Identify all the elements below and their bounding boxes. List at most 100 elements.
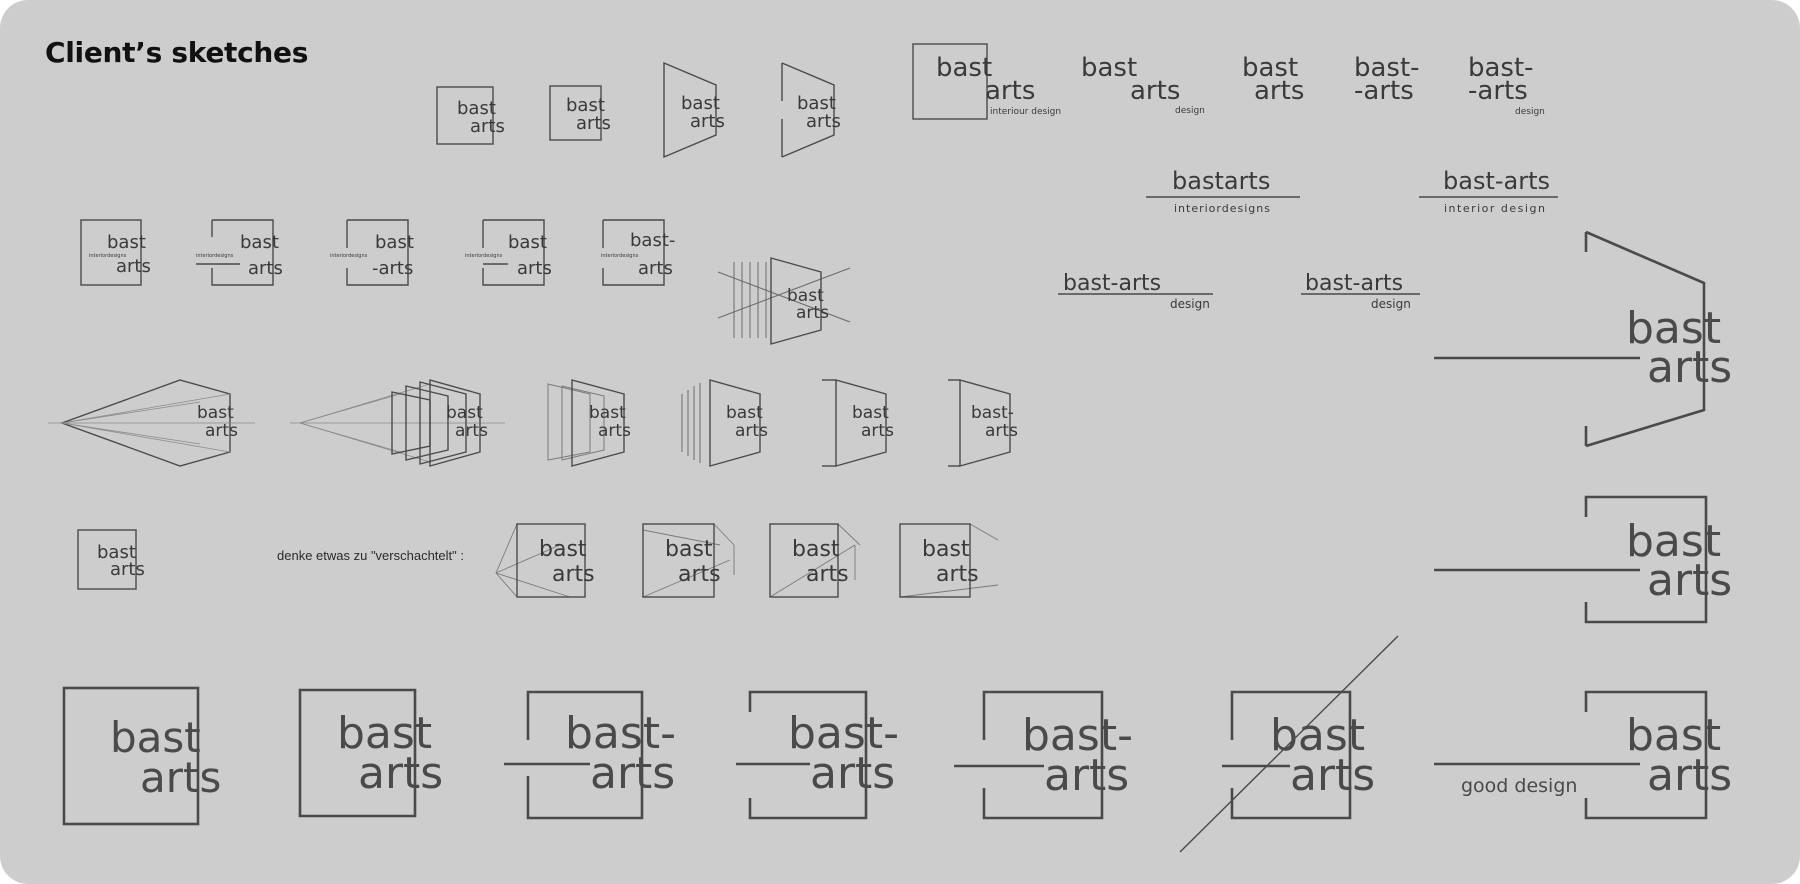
logo-word-bast: bast xyxy=(797,93,836,114)
logo-subline: interiordesigns xyxy=(89,253,127,259)
logo-word-bast: bast xyxy=(97,542,136,563)
logo-word-arts: arts xyxy=(455,421,488,441)
logo-large-bracket: bast arts xyxy=(1434,495,1732,624)
logo-bottom-3: bast- arts xyxy=(504,690,676,820)
logo-subline: interiordesigns xyxy=(196,253,234,259)
logo-bottom-6-crossed: bast arts xyxy=(1179,635,1399,853)
logo-word-arts: arts xyxy=(806,562,849,587)
logo-wordmark: bast-arts xyxy=(1305,271,1403,296)
logo-subline: interiordesigns xyxy=(465,253,503,259)
logo-word-arts: arts xyxy=(598,421,631,441)
logo-word-arts: arts xyxy=(470,116,505,137)
logo-word-arts: arts xyxy=(590,748,675,799)
logo-word-arts: arts xyxy=(517,258,552,279)
logo-sketch-r2-5: bast- interiordesigns arts xyxy=(601,219,675,286)
logo-word-bast: bast xyxy=(107,232,146,253)
logo-word-bast-hyphen: bast- xyxy=(788,708,899,759)
logo-word-arts: arts xyxy=(936,562,979,587)
logo-sketch-r2-3: bast interiordesigns -arts xyxy=(330,219,414,286)
logo-word-bast: bast xyxy=(852,403,889,423)
logo-word-arts: arts xyxy=(678,562,721,587)
logo-word-bast-hyphen: bast- xyxy=(1468,53,1534,83)
logo-wordmark-1: bastarts interiordesigns xyxy=(1146,167,1300,215)
logo-subline: design xyxy=(1371,297,1411,311)
logo-subline: design xyxy=(1515,107,1545,117)
logo-word-bast: bast xyxy=(1081,53,1137,83)
logo-sketch-r3-3: bast arts xyxy=(547,379,631,467)
logo-word-arts-hyphen: -arts xyxy=(1354,76,1414,106)
logo-word-arts: arts xyxy=(116,256,151,277)
logo-word-bast: bast xyxy=(792,537,840,562)
logo-sketch-r1-1: bast arts xyxy=(436,86,505,145)
logo-sketch-r1-5: bast arts interiour design xyxy=(912,43,1061,120)
logo-bottom-2: bast arts xyxy=(298,688,443,818)
logo-sketch-r2-6: bast arts xyxy=(717,257,851,345)
logo-word-bast: bast xyxy=(566,95,605,116)
logo-subline: design xyxy=(1175,106,1205,116)
logo-word-bast: bast xyxy=(726,403,763,423)
logo-sketch-r3-6: bast- arts xyxy=(948,379,1018,467)
logo-word-arts: arts xyxy=(1647,342,1732,393)
logo-sketch-r3-1: bast arts xyxy=(48,379,255,467)
logo-wordmark: bast-arts xyxy=(1063,271,1161,296)
logo-bottom-4: bast- arts xyxy=(736,690,899,820)
logo-wordmark: bast-arts xyxy=(1443,167,1550,195)
logo-sketch-r4-5: bast arts xyxy=(899,523,999,598)
logo-sketch-r2-4: bast interiordesigns arts xyxy=(465,219,552,286)
logo-word-arts: arts xyxy=(1647,555,1732,606)
logo-bottom-7: bast arts good design xyxy=(1434,690,1732,820)
logo-word-bast: bast xyxy=(936,53,992,83)
logo-word-arts-hyphen: -arts xyxy=(372,258,413,279)
logo-word-arts: arts xyxy=(861,421,894,441)
logo-tagline: good design xyxy=(1461,775,1577,797)
logo-sketch-r1-6: bast arts design xyxy=(1081,53,1205,116)
logo-wordmark: bastarts xyxy=(1172,167,1270,195)
logo-word-arts: arts xyxy=(985,76,1035,106)
logo-word-bast: bast xyxy=(375,232,414,253)
logo-word-bast: bast xyxy=(1270,710,1365,761)
logo-word-bast-hyphen: bast- xyxy=(630,230,675,251)
logo-word-arts: arts xyxy=(205,421,238,441)
strike-line xyxy=(1179,635,1399,853)
logo-sketch-r4-1: bast arts xyxy=(77,529,145,590)
logo-word-bast: bast xyxy=(787,286,824,306)
logo-sketch-r3-4: bast arts xyxy=(681,379,768,467)
nesting-note: denke etwas zu "verschachtelt" : xyxy=(277,548,464,563)
logo-word-bast: bast xyxy=(337,708,432,759)
logo-sketch-r1-8: bast- -arts xyxy=(1354,53,1420,106)
logo-subline: interiordesigns xyxy=(601,253,639,259)
logo-word-bast: bast xyxy=(1242,53,1298,83)
logo-sketch-r4-4: bast arts xyxy=(769,523,861,598)
logo-word-bast: bast xyxy=(1626,516,1721,567)
logo-word-arts: arts xyxy=(1647,750,1732,801)
logo-word-arts: arts xyxy=(690,111,725,132)
logo-sketch-r1-2: bast arts xyxy=(549,85,611,141)
logo-wordmark-3: bast-arts design xyxy=(1058,271,1213,311)
logo-sketch-r2-1: bast interiordesigns arts xyxy=(80,219,151,286)
logo-word-arts: arts xyxy=(552,562,595,587)
logo-word-arts: arts xyxy=(638,258,673,279)
logo-word-arts: arts xyxy=(1044,750,1129,801)
logo-word-arts: arts xyxy=(1130,76,1180,106)
logo-word-bast: bast xyxy=(110,713,201,762)
logo-word-bast: bast xyxy=(457,98,496,119)
logo-word-bast: bast xyxy=(539,537,587,562)
logo-word-bast: bast xyxy=(681,93,720,114)
logo-word-arts: arts xyxy=(248,258,283,279)
logo-word-bast: bast xyxy=(508,232,547,253)
logo-word-bast-hyphen: bast- xyxy=(1354,53,1420,83)
logo-bottom-5: bast- arts xyxy=(954,690,1133,820)
logo-sketch-r3-5: bast arts xyxy=(822,379,894,467)
logo-word-arts: arts xyxy=(358,748,443,799)
logo-sketch-r4-3: bast arts xyxy=(642,523,735,598)
logo-subline: interiour design xyxy=(990,107,1061,117)
logo-word-arts: arts xyxy=(806,111,841,132)
logo-word-arts: arts xyxy=(576,113,611,134)
logo-sketch-r2-2: bast interiordesigns arts xyxy=(196,219,283,286)
logo-word-bast: bast xyxy=(197,403,234,423)
logo-subline: interiordesigns xyxy=(330,253,368,259)
logo-word-bast-hyphen: bast- xyxy=(1022,710,1133,761)
logo-sketch-r4-2: bast arts xyxy=(495,523,595,598)
